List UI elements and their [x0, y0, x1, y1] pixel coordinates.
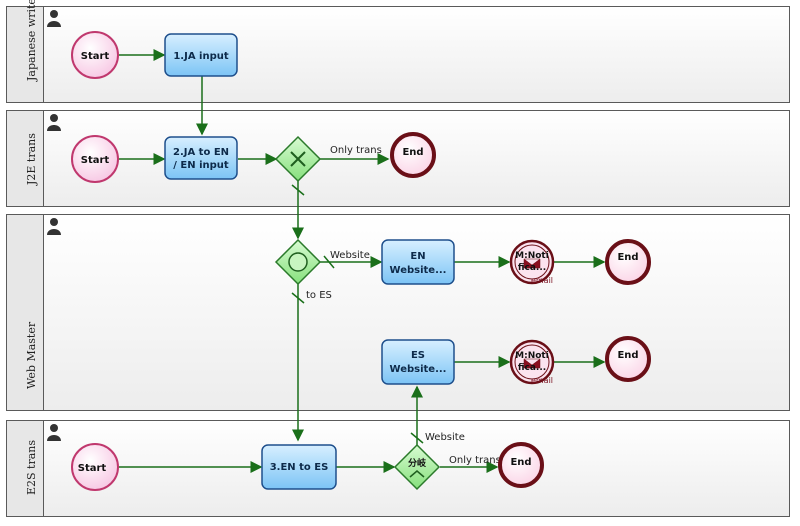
start-event[interactable]: Start [71, 135, 119, 183]
end-event-label: End [617, 350, 638, 361]
user-icon [47, 10, 61, 27]
task-label: 3.EN to ES [270, 462, 329, 473]
notification-label-line1: M:Noti [515, 351, 549, 361]
end-event-label: End [617, 252, 638, 263]
flow-label-website: Website [330, 250, 370, 261]
task-ja-to-en[interactable]: 2.JA to EN / EN input [164, 136, 238, 180]
end-event[interactable]: End [605, 336, 651, 382]
task-en-to-es[interactable]: 3.EN to ES [261, 444, 337, 490]
start-event[interactable]: Start [71, 443, 119, 491]
task-es-website[interactable]: ES Website... [381, 339, 455, 385]
flow-label-only-trans: Only trans [330, 145, 382, 156]
email-tag: email [531, 376, 553, 385]
user-icon [47, 114, 61, 131]
sequence-flows [118, 49, 606, 473]
end-event[interactable]: End [390, 132, 436, 178]
lane-header: J2E trans [7, 111, 44, 206]
x-icon [290, 151, 306, 167]
task-en-website[interactable]: EN Website... [381, 239, 455, 285]
task-label-line2: Website... [390, 265, 447, 276]
user-icon [47, 218, 61, 235]
task-label-line2: / EN input [173, 160, 229, 171]
end-event-label: End [402, 147, 423, 158]
lane-header: E2S trans [7, 421, 44, 516]
start-event-label: Start [81, 51, 110, 62]
event-gateway[interactable] [274, 238, 322, 286]
notification-label-line1: M:Noti [515, 251, 549, 261]
lane-header: Web Master [7, 215, 44, 410]
task-ja-input[interactable]: 1.JA input [164, 33, 238, 77]
task-label-line1: EN [410, 251, 425, 262]
exclusive-gateway[interactable] [274, 135, 322, 183]
user-icon [47, 424, 61, 441]
flow-label-to-es: to ES [306, 290, 332, 301]
email-tag: email [531, 276, 553, 285]
task-label-line1: 2.JA to EN [173, 147, 229, 158]
email-notification-event[interactable]: M:Noti fica... email [509, 239, 555, 285]
task-label-line2: Website... [390, 364, 447, 375]
envelope-icon [523, 258, 541, 269]
branch-gateway[interactable]: 分岐 [393, 443, 441, 491]
end-event[interactable]: End [605, 239, 651, 285]
envelope-icon [523, 358, 541, 369]
circle-icon [288, 252, 308, 272]
notification-label-line2: fica... [518, 363, 546, 373]
task-label-line1: ES [411, 350, 425, 361]
start-event-label: Start [81, 155, 110, 166]
start-event-label: Start [78, 463, 107, 474]
lane-japanese-writer: Japanese writer [6, 0, 790, 103]
chevron-up-icon [409, 470, 425, 478]
notification-label-line2: fica... [518, 263, 546, 273]
gateway-label: 分岐 [408, 457, 427, 469]
end-event[interactable]: End [498, 442, 544, 488]
end-event-label: End [510, 457, 531, 468]
lane-header: Japanese writer [7, 0, 44, 102]
flow-label-only-trans: Only trans [449, 455, 501, 466]
task-label: 1.JA input [173, 51, 229, 62]
flow-label-website: Website [425, 432, 465, 443]
start-event[interactable]: Start [71, 31, 119, 79]
email-notification-event[interactable]: M:Noti fica... email [509, 339, 555, 385]
